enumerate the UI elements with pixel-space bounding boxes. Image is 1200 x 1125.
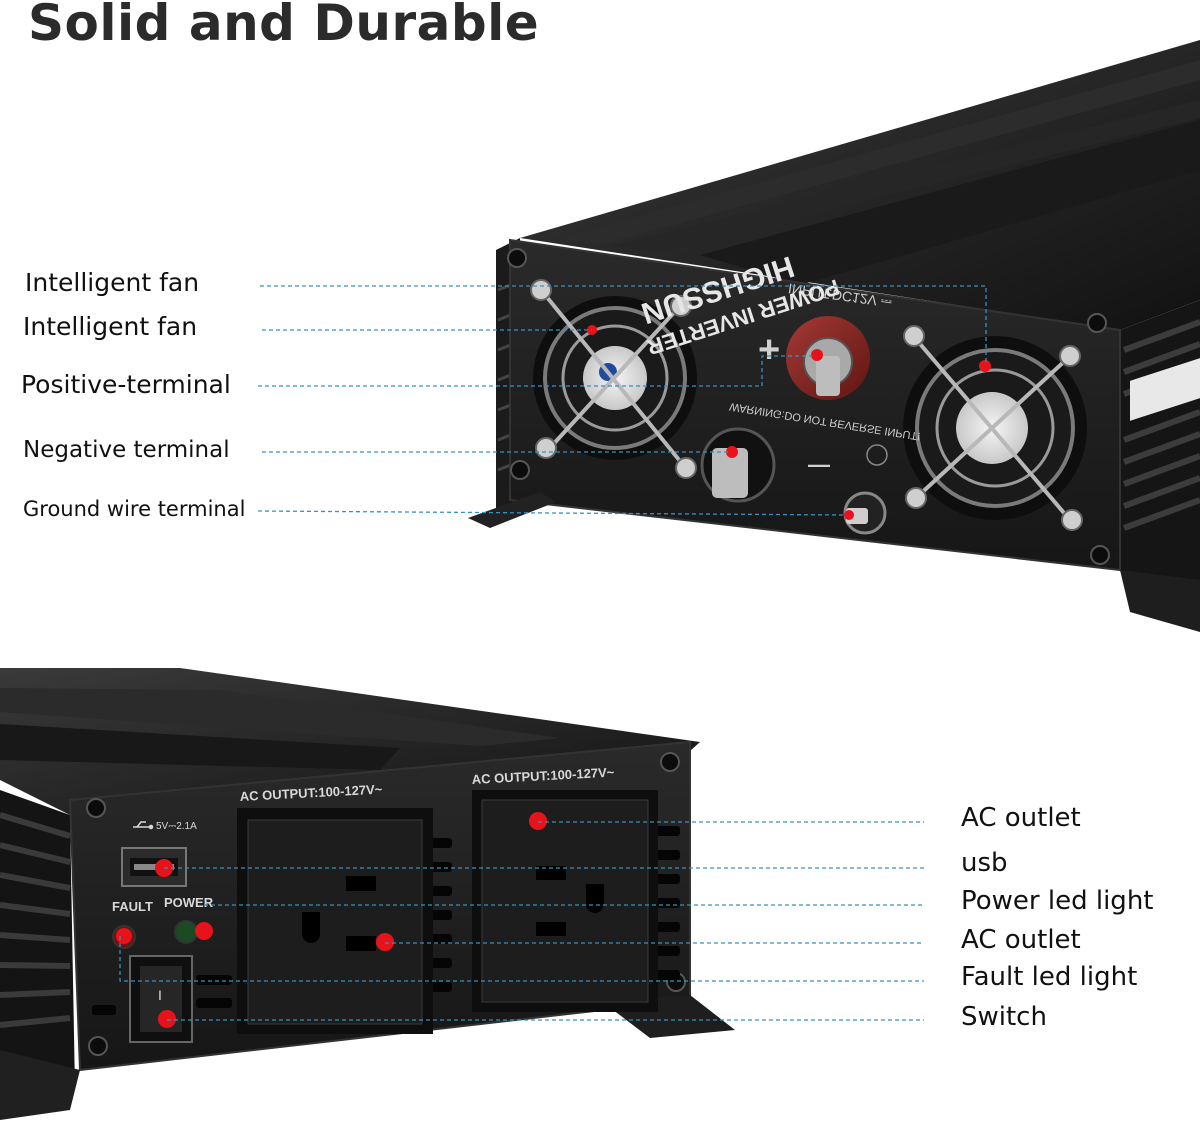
power-led bbox=[174, 920, 198, 944]
ac-output-right-label: AC OUTPUT:100-127V~ bbox=[471, 765, 615, 787]
plus-sign: + bbox=[758, 329, 780, 371]
positive-dot bbox=[811, 349, 823, 361]
page-title: Solid and Durable bbox=[28, 0, 540, 52]
usb-rating-label: 5V⎓2.1A bbox=[156, 821, 197, 832]
switch-dot bbox=[158, 1010, 176, 1028]
callout-negative-terminal: Negative terminal bbox=[23, 437, 230, 463]
top-inverter: INPUT:DC12V ⎓ WARNING:DO NOT REVERSE INP… bbox=[468, 40, 1200, 632]
top-leader-lines bbox=[257, 285, 987, 516]
ground-dot bbox=[844, 510, 854, 520]
usb-port bbox=[121, 847, 187, 887]
negative-terminal bbox=[700, 427, 776, 503]
fault-label: FAULT bbox=[112, 899, 153, 914]
minus-sign: — bbox=[808, 452, 830, 477]
switch-mark: I bbox=[158, 987, 162, 1003]
ac-outlet-left bbox=[237, 808, 433, 1034]
fault-led-dot bbox=[116, 928, 132, 944]
power-label: POWER bbox=[164, 895, 214, 910]
bottom-leader-lines bbox=[119, 821, 924, 1021]
left-fan bbox=[530, 279, 697, 479]
ac-outlet-left-dot bbox=[376, 933, 394, 951]
right-fan bbox=[903, 325, 1087, 531]
callout-ground-wire-terminal: Ground wire terminal bbox=[23, 497, 246, 521]
ac-output-left-label: AC OUTPUT:100-127V~ bbox=[239, 782, 383, 804]
power-led-dot bbox=[195, 922, 213, 940]
fan-dot-right bbox=[979, 360, 991, 372]
callout-intelligent-fan-1: Intelligent fan bbox=[25, 268, 200, 297]
callout-ac-outlet-2: AC outlet bbox=[961, 925, 1081, 955]
positive-terminal bbox=[786, 316, 870, 400]
callout-usb: usb bbox=[961, 848, 1008, 878]
negative-dot bbox=[726, 446, 738, 458]
callout-positive-terminal: Positive-terminal bbox=[21, 370, 231, 399]
callout-fault-led-light: Fault led light bbox=[961, 962, 1138, 992]
usb-icon bbox=[133, 821, 154, 830]
callout-ac-outlet-1: AC outlet bbox=[961, 803, 1081, 833]
bottom-inverter: AC OUTPUT:100-127V~ AC OUTPUT:100-127V~ … bbox=[0, 668, 735, 1120]
callout-switch: Switch bbox=[961, 1002, 1047, 1032]
ac-outlet-right bbox=[472, 790, 658, 1012]
callout-intelligent-fan-2: Intelligent fan bbox=[23, 312, 198, 341]
ac-outlet-right-dot bbox=[529, 812, 547, 830]
callout-power-led-light: Power led light bbox=[961, 886, 1154, 916]
